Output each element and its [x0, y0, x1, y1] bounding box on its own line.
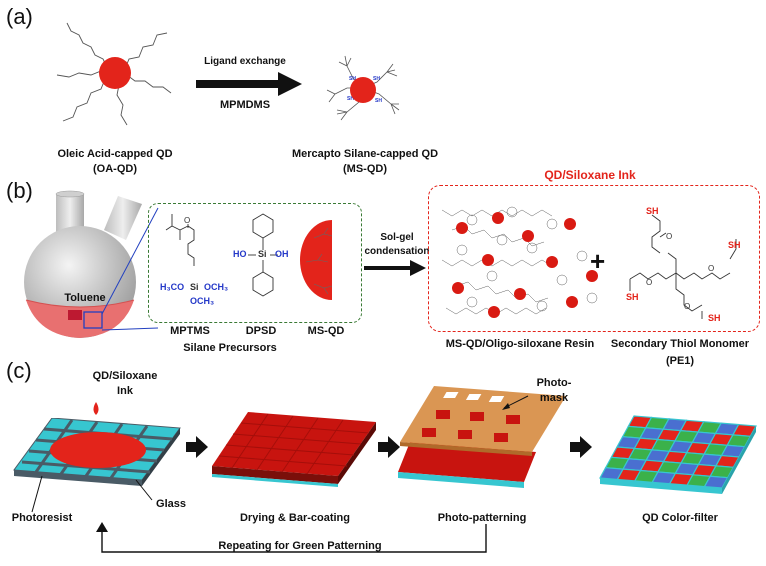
glass-pointer: [135, 479, 153, 501]
plus-sign: +: [590, 246, 606, 276]
svg-text:SH: SH: [347, 96, 354, 102]
oa-qd-core: [99, 57, 131, 89]
ligand-exchange-arrow: [196, 72, 302, 96]
silane-precursors-label: Silane Precursors: [183, 342, 277, 354]
chem-och3-a: OCH₃: [204, 282, 229, 292]
ink-blob: [50, 432, 146, 468]
step4-color-filter: [599, 415, 757, 494]
thiol-sh-4: SH: [708, 313, 721, 323]
thiol-abbr: (PE1): [665, 355, 695, 367]
step2-label: Drying & Bar-coating: [239, 512, 350, 524]
ms-qd-label-b: MS-QD: [307, 325, 345, 337]
photomask-label-2: mask: [539, 392, 569, 404]
oa-qd-abbr: (OA-QD): [93, 163, 137, 175]
panel-c-label: (c): [6, 358, 32, 383]
svg-text:SH: SH: [349, 76, 356, 82]
dpsd-label: DPSD: [245, 325, 277, 337]
svg-text:SH: SH: [373, 76, 380, 82]
toluene-label: Toluene: [64, 292, 106, 304]
chem-och3-b: OCH₃: [190, 296, 215, 306]
ink-title: QD/Siloxane Ink: [544, 168, 636, 182]
thiol-sh-3: SH: [626, 292, 639, 302]
mptms-structure: O: [165, 214, 195, 266]
step4-label: QD Color-filter: [642, 512, 718, 524]
flask-illustration: [24, 190, 142, 338]
ms-qd-core: [350, 77, 376, 103]
photoresist-pointer: [31, 475, 43, 513]
step2-coated-substrate: [212, 412, 376, 487]
step3-label: Photo-patterning: [437, 512, 527, 524]
photomask-pointer: [502, 395, 529, 410]
chem-oh: OH: [275, 249, 289, 259]
resin-label: MS-QD/Oligo-siloxane Resin: [445, 338, 595, 350]
glass-label: Glass: [156, 498, 186, 510]
svg-text:SH: SH: [375, 98, 382, 104]
photoresist-label: Photoresist: [11, 512, 73, 524]
ms-qd-illustration: SH SH SH SH: [326, 55, 400, 121]
resin-illustration: [441, 206, 598, 318]
step1-substrate: [13, 418, 181, 486]
arrow-step-1: [186, 436, 208, 458]
arrow-step-2: [378, 436, 400, 458]
chem-h3co: H₃CO: [160, 282, 185, 292]
arrow-step-3: [570, 436, 592, 458]
ms-qd-name: Mercapto Silane-capped QD: [291, 148, 439, 160]
mpmdms-label: MPMDMS: [219, 99, 271, 111]
ink-box: [428, 185, 760, 332]
svg-text:O: O: [666, 232, 672, 241]
chem-si-dpsd: Si: [258, 249, 267, 259]
ms-qd-half-sphere: [300, 220, 333, 300]
chem-ho: HO: [233, 249, 247, 259]
thiol-label: Secondary Thiol Monomer: [610, 338, 750, 350]
oa-qd-illustration: [56, 22, 172, 126]
svg-text:O: O: [184, 216, 190, 225]
sol-gel-arrow: [364, 260, 426, 276]
svg-text:O: O: [708, 264, 714, 273]
thiol-monomer-structure: O O O O: [629, 214, 737, 319]
mptms-label: MPTMS: [170, 325, 210, 337]
condensation-label: condensation: [364, 246, 430, 257]
precursors-box: [148, 203, 362, 323]
step3-photomask: [398, 386, 566, 488]
svg-text:O: O: [646, 278, 652, 287]
thiol-sh-1: SH: [646, 206, 659, 216]
oa-qd-name: Oleic Acid-capped QD: [57, 148, 173, 160]
ink-drop: [93, 402, 99, 415]
ms-qd-abbr: (MS-QD): [343, 163, 387, 175]
thiol-sh-2: SH: [728, 240, 741, 250]
chem-si-mptms: Si: [190, 282, 199, 292]
sol-gel-label: Sol-gel: [380, 232, 414, 243]
panel-b-label: (b): [6, 178, 33, 203]
panel-a-label: (a): [6, 4, 33, 29]
photomask-label-1: Photo-: [536, 377, 572, 389]
ink-drop-label-1: QD/Siloxane: [92, 370, 158, 382]
ligand-exchange-label: Ligand exchange: [204, 56, 286, 67]
repeat-label: Repeating for Green Patterning: [218, 540, 382, 552]
dpsd-structure: [248, 213, 278, 297]
repeat-loop-arrow: [96, 522, 487, 553]
ink-drop-label-2: Ink: [117, 385, 133, 397]
svg-text:O: O: [684, 302, 690, 311]
